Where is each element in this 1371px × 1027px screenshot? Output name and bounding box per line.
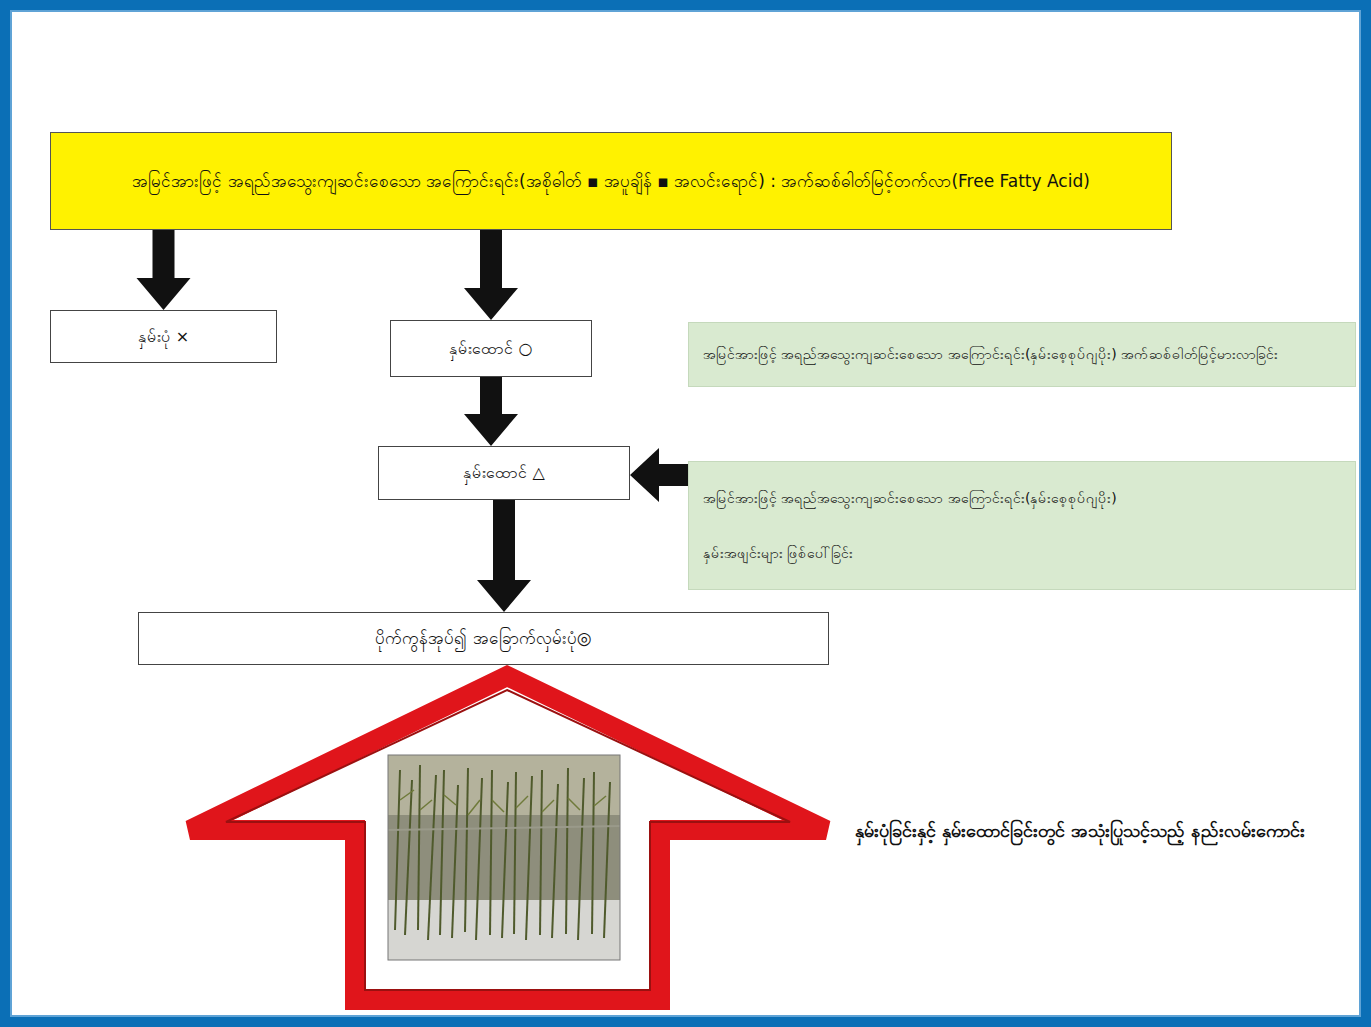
- process-box: နှမ်းထောင် ○: [390, 320, 592, 377]
- result-box: ပိုက်ကွန်အုပ်၍ အခြောက်လှမ်းပုံ◎: [138, 612, 829, 665]
- block-arrow: [477, 500, 531, 612]
- node-text: နှမ်းထောင် △: [463, 461, 544, 484]
- red-up-arrow-inner: [226, 690, 790, 990]
- caption-note: နှမ်းပုံခြင်းနှင့် နှမ်းထောင်ခြင်းတွင် အ…: [800, 818, 1360, 843]
- node-text: နှမ်းထောင် ○: [449, 337, 532, 360]
- drying-photo: [388, 755, 620, 960]
- note-box: အမြင်အားဖြင့် အရည်အသွေးကျဆင်းစေသော အကြော…: [688, 461, 1356, 590]
- node-text: ပိုက်ကွန်အုပ်၍ အခြောက်လှမ်းပုံ◎: [375, 626, 591, 651]
- block-arrow: [464, 377, 518, 446]
- process-box: နှမ်းထောင် △: [378, 446, 630, 500]
- node-text: နှမ်းအဖျင်းများ ဖြစ်ပေါ်ခြင်း: [703, 543, 853, 563]
- block-arrow: [464, 230, 518, 320]
- node-text: အမြင်အားဖြင့် အရည်အသွေးကျဆင်းစေသော အကြော…: [703, 344, 1278, 364]
- process-box: နှမ်းပုံ ×: [50, 310, 277, 363]
- red-up-arrow: [190, 676, 826, 1000]
- block-arrow: [137, 230, 191, 310]
- node-text: အမြင်အားဖြင့် အရည်အသွေးကျဆင်းစေသော အကြော…: [132, 169, 1090, 194]
- cause-banner: အမြင်အားဖြင့် အရည်အသွေးကျဆင်းစေသော အကြော…: [50, 132, 1172, 230]
- block-arrow: [630, 448, 688, 502]
- node-text: နှမ်းပုံ ×: [138, 325, 190, 348]
- node-text: အမြင်အားဖြင့် အရည်အသွေးကျဆင်းစေသော အကြော…: [703, 488, 1117, 508]
- note-box: အမြင်အားဖြင့် အရည်အသွေးကျဆင်းစေသော အကြော…: [688, 322, 1356, 387]
